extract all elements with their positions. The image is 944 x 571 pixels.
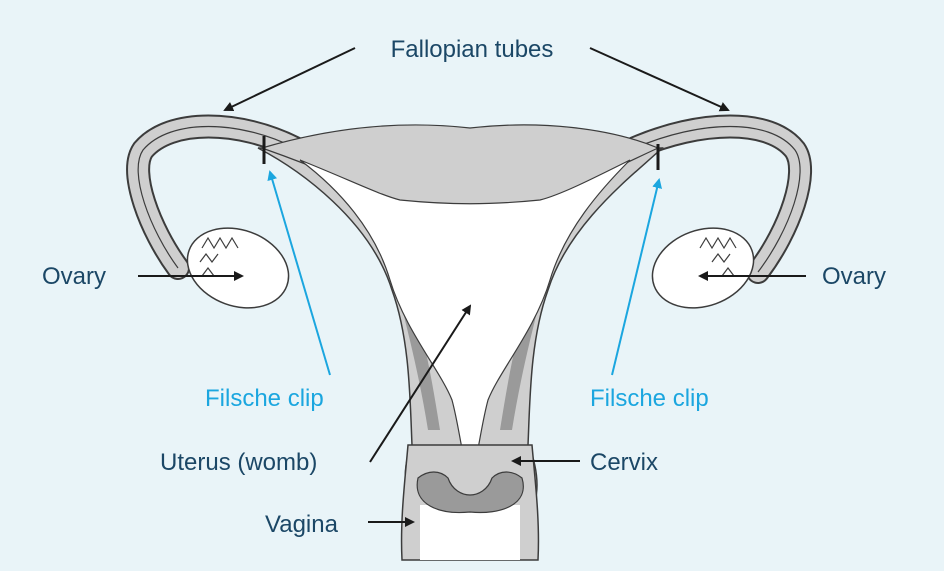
vaginal-canal [420,505,520,560]
label-uterus: Uterus (womb) [160,449,317,476]
label-clip-right: Filsche clip [590,385,709,412]
label-cervix: Cervix [590,449,658,476]
label-fallopian-tubes: Fallopian tubes [391,36,554,63]
label-vagina: Vagina [265,511,339,538]
label-clip-left: Filsche clip [205,385,324,412]
label-ovary-left: Ovary [42,263,106,290]
label-ovary-right: Ovary [822,263,886,290]
